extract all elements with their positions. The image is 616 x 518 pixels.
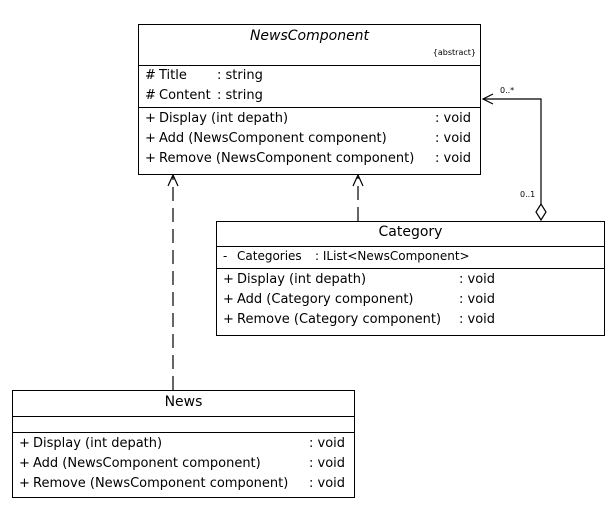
stereotype-label: {abstract}	[432, 48, 476, 57]
target-multiplicity-label: 0..*	[500, 86, 515, 95]
class-category[interactable]: Category - Categories : IList<NewsCompon…	[216, 221, 605, 336]
operation-row: + Remove (NewsComponent component) : voi…	[145, 151, 472, 166]
operation-row: + Display (int depath) : void	[145, 111, 472, 126]
attribute-row: - Categories : IList<NewsComponent>	[223, 249, 470, 263]
operation-row: + Remove (NewsComponent component) : voi…	[19, 476, 346, 491]
aggregation-diamond	[535, 202, 547, 222]
attributes-compartment: # Title : string # Content : string	[139, 65, 480, 107]
operation-row: + Add (NewsComponent component) : void	[19, 456, 346, 471]
source-multiplicity-label: 0..1	[520, 190, 536, 199]
operations-compartment: + Display (int depath) : void + Add (New…	[139, 107, 480, 174]
class-name: NewsComponent	[249, 28, 370, 44]
operation-row: + Add (Category component) : void	[223, 292, 496, 307]
class-name: News	[164, 394, 203, 410]
aggregation-line	[483, 98, 542, 204]
attributes-compartment	[13, 416, 354, 432]
class-header: Category	[217, 222, 604, 246]
operation-row: + Display (int depath) : void	[223, 272, 496, 287]
category-realization-arrowhead	[352, 173, 364, 187]
operation-row: + Remove (Category component) : void	[223, 312, 496, 327]
class-header: NewsComponent {abstract}	[139, 25, 480, 65]
attributes-compartment: - Categories : IList<NewsComponent>	[217, 246, 604, 268]
news-realization-arrowhead	[167, 173, 179, 187]
operation-row: + Add (NewsComponent component) : void	[145, 131, 472, 146]
class-header: News	[13, 391, 354, 416]
attribute-row: # Content : string	[145, 88, 263, 103]
operations-compartment: + Display (int depath) : void + Add (Cat…	[217, 268, 604, 335]
class-name: Category	[378, 224, 443, 240]
operations-compartment: + Display (int depath) : void + Add (New…	[13, 432, 354, 497]
class-news[interactable]: News + Display (int depath) : void + Add…	[12, 390, 355, 498]
attribute-row: # Title : string	[145, 68, 263, 83]
operation-row: + Display (int depath) : void	[19, 436, 346, 451]
class-newscomponent[interactable]: NewsComponent {abstract} # Title : strin…	[138, 24, 481, 175]
aggregation-arrowhead	[481, 93, 494, 105]
